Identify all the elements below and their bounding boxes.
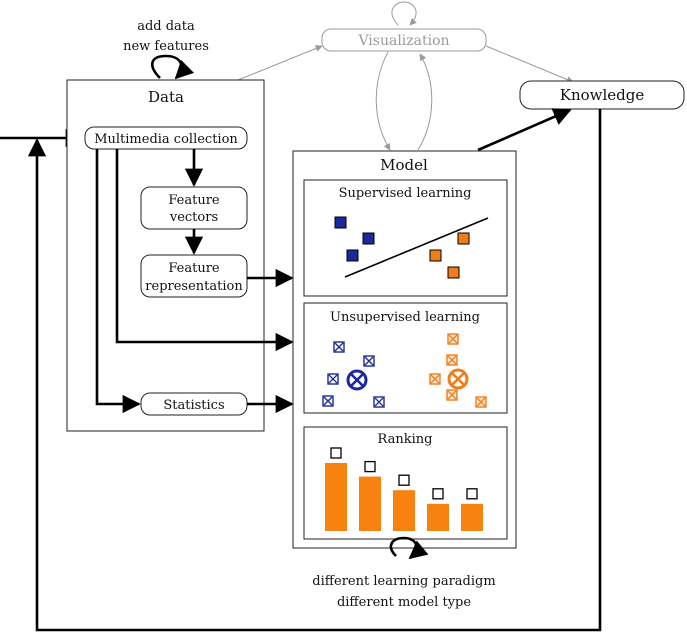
statistics-label: Statistics	[163, 398, 224, 413]
add-data-label: add data	[137, 19, 195, 34]
decision-boundary-line	[344, 217, 489, 278]
multimedia-to-unsupervised-arrow	[115, 149, 294, 352]
supervised-learning-title: Supervised learning	[339, 186, 472, 201]
feature-representation-label-2: representation	[145, 279, 243, 294]
orange-cluster-point	[429, 373, 441, 385]
ranking-panel: Ranking	[303, 426, 508, 540]
feature-representation-node: Feature representation	[140, 254, 248, 298]
ranking-bar	[325, 463, 347, 531]
feature-vectors-label-1: Feature	[168, 193, 220, 208]
multimedia-to-statistics-arrow	[95, 149, 141, 414]
visualization-self-loop	[391, 1, 417, 26]
unsupervised-learning-title: Unsupervised learning	[330, 310, 480, 325]
feature-representation-label-1: Feature	[168, 261, 220, 276]
ranking-bar	[461, 503, 483, 531]
blue-cluster-point	[363, 355, 375, 367]
ranking-bar	[427, 503, 449, 531]
new-features-label: new features	[123, 39, 209, 54]
multimedia-collection-node: Multimedia collection	[84, 126, 248, 150]
data-to-visualization-arrow	[237, 45, 323, 81]
visualization-to-model-arrow	[375, 51, 391, 151]
orange-cluster-point	[446, 389, 458, 401]
blue-point	[362, 232, 375, 245]
ranking-marker	[432, 488, 444, 500]
model-title: Model	[380, 156, 428, 174]
visualization-node: Visualization	[321, 28, 487, 52]
orange-point	[457, 232, 470, 245]
feature-vectors-node: Feature vectors	[140, 186, 248, 230]
blue-cluster-point	[322, 395, 334, 407]
model-to-knowledge-arrow	[477, 108, 572, 152]
different-learning-paradigm-label: different learning paradigm	[312, 574, 495, 589]
feedback-loop-arrow	[27, 109, 602, 632]
knowledge-node: Knowledge	[519, 80, 685, 110]
data-self-loop	[151, 54, 195, 80]
feature-vectors-label-2: vectors	[169, 210, 218, 225]
ranking-marker	[466, 488, 478, 500]
visualization-to-knowledge-arrow	[485, 45, 574, 83]
blue-point	[334, 216, 347, 229]
statistics-node: Statistics	[140, 392, 248, 416]
orange-cluster-point	[446, 354, 458, 366]
multimedia-collection-label: Multimedia collection	[94, 132, 238, 147]
ranking-bar	[393, 490, 415, 531]
unsupervised-learning-panel: Unsupervised learning	[303, 302, 508, 414]
data-title: Data	[148, 88, 184, 106]
blue-cluster-point	[373, 396, 385, 408]
knowledge-label: Knowledge	[560, 86, 645, 104]
orange-cluster-point	[447, 333, 459, 345]
model-self-loop	[389, 536, 429, 560]
different-model-type-label: different model type	[337, 595, 471, 610]
model-to-visualization-arrow	[417, 53, 433, 151]
ranking-title: Ranking	[378, 432, 433, 447]
supervised-learning-panel: Supervised learning	[303, 179, 508, 297]
ranking-bar	[359, 476, 381, 531]
orange-point	[429, 249, 442, 262]
orange-cluster-point	[475, 396, 487, 408]
ranking-marker	[398, 474, 410, 486]
blue-cluster-point	[333, 341, 345, 353]
ranking-marker	[364, 460, 376, 473]
orange-point	[447, 266, 460, 279]
orange-centroid-icon	[447, 368, 469, 390]
blue-point	[346, 249, 359, 262]
ranking-marker	[330, 447, 342, 459]
visualization-label: Visualization	[357, 33, 449, 49]
blue-centroid-icon	[346, 369, 368, 391]
blue-cluster-point	[327, 373, 339, 385]
